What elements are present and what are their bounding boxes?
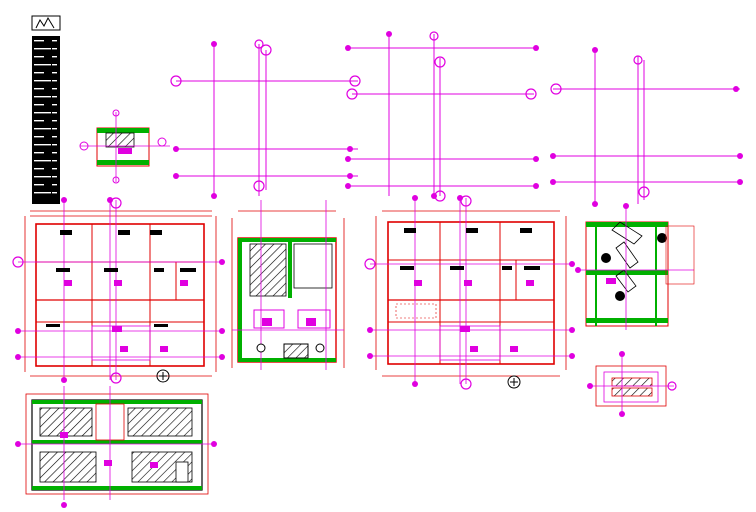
title-block-row-value: [52, 128, 57, 130]
title-block-row-value: [52, 72, 57, 74]
title-block-row-value: [52, 176, 57, 178]
roof-plan: [15, 386, 217, 508]
title-block-row: [34, 48, 51, 50]
title-block-row-value: [52, 192, 57, 194]
title-block-row-value: [52, 48, 57, 50]
title-block-row: [34, 72, 44, 74]
title-block-row: [34, 192, 51, 194]
title-block-row: [34, 104, 44, 106]
stair-section: [587, 351, 677, 417]
title-block-row-value: [52, 112, 57, 114]
grid-layout-2: [345, 31, 539, 202]
floor-plan-1: [12, 197, 225, 384]
title-block-row-value: [52, 120, 57, 122]
title-block-row: [34, 64, 51, 66]
title-block-row-value: [52, 160, 57, 162]
key-plan-small: [79, 109, 170, 184]
title-block-row-value: [52, 104, 57, 106]
title-block-row: [34, 168, 44, 170]
title-block-row: [34, 40, 44, 42]
title-block-row-value: [52, 144, 57, 146]
title-block-row: [34, 152, 44, 154]
grid-layout-3: [550, 47, 743, 207]
title-block-row: [34, 128, 51, 130]
title-block-row: [34, 176, 51, 178]
title-block-row-value: [52, 152, 57, 154]
title-block-row: [34, 144, 51, 146]
title-block-row: [34, 120, 44, 122]
title-block-row: [34, 160, 51, 162]
grid-layout-1: [170, 39, 361, 199]
title-block-row-value: [52, 168, 57, 170]
title-block-row-value: [52, 136, 57, 138]
title-block-row-value: [52, 80, 57, 82]
title-block-row-value: [52, 88, 57, 90]
title-block-row-value: [52, 40, 57, 42]
title-block-row-value: [52, 184, 57, 186]
title-block-row: [34, 136, 44, 138]
floor-plan-2: [231, 200, 345, 370]
title-block-row-value: [52, 56, 57, 58]
title-block-row: [34, 80, 51, 82]
title-block-row: [34, 96, 51, 98]
title-block-row: [34, 56, 44, 58]
stair-detail: [575, 203, 695, 330]
floor-plan-3: [364, 195, 575, 390]
title-block-row-value: [52, 96, 57, 98]
title-block-row: [34, 184, 44, 186]
title-block-row: [34, 88, 44, 90]
title-block-row-value: [52, 64, 57, 66]
title-block-row: [34, 112, 51, 114]
title-block: [31, 15, 61, 204]
